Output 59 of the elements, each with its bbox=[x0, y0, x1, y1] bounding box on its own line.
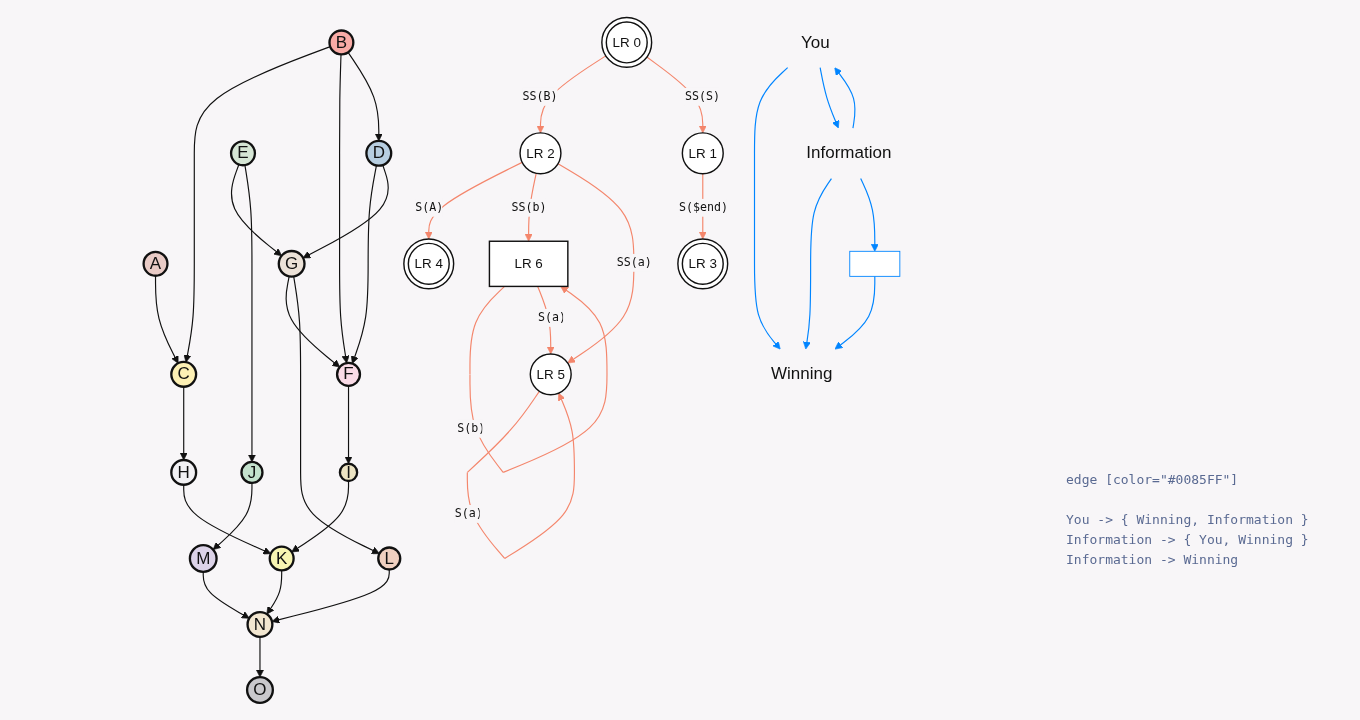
code-line: You -> { Winning, Information } bbox=[1066, 511, 1309, 529]
arrow bbox=[344, 385, 353, 465]
node-circle: L bbox=[377, 546, 402, 571]
arrow bbox=[154, 275, 179, 364]
edge-label: SS(a) bbox=[616, 255, 652, 269]
node-circle: F bbox=[335, 361, 362, 387]
arrow bbox=[351, 164, 378, 364]
arrow bbox=[424, 161, 523, 240]
arrow bbox=[753, 67, 789, 350]
edge-label: S(a) bbox=[454, 506, 481, 521]
node-circle: H bbox=[170, 458, 198, 486]
node-box bbox=[849, 250, 901, 277]
node-box: LR 6 bbox=[488, 240, 569, 288]
node-circle: LR 2 bbox=[519, 132, 562, 175]
edge-label: SS(b) bbox=[511, 200, 547, 214]
arrow bbox=[860, 178, 879, 252]
code-line: Information -> Winning bbox=[1066, 551, 1240, 569]
node-circle: LR 0 bbox=[601, 16, 653, 69]
arrow bbox=[212, 482, 253, 550]
arrow bbox=[834, 67, 856, 129]
node-circle: G bbox=[277, 249, 306, 278]
node-circle: B bbox=[328, 29, 355, 56]
arrow bbox=[819, 67, 840, 129]
node-circle: A bbox=[142, 250, 169, 277]
arrow bbox=[256, 636, 264, 678]
node-circle: K bbox=[268, 545, 295, 572]
arrow bbox=[302, 164, 389, 259]
edge-label: S(b) bbox=[457, 421, 486, 435]
arrow bbox=[183, 484, 272, 555]
node-circle: M bbox=[188, 544, 218, 573]
node-circle: LR 1 bbox=[681, 132, 724, 175]
node-circle: D bbox=[365, 139, 393, 167]
arrow bbox=[557, 163, 635, 364]
arrow bbox=[202, 571, 250, 619]
edge-label: SS(S) bbox=[684, 89, 720, 103]
node-circle: N bbox=[246, 610, 274, 639]
arrow bbox=[179, 386, 188, 461]
node-circle: I bbox=[338, 462, 359, 483]
code-line: Information -> { You, Winning } bbox=[1066, 531, 1309, 549]
node-text: You bbox=[801, 32, 830, 52]
node-text: Information bbox=[806, 143, 892, 163]
node-circle: E bbox=[229, 140, 257, 167]
node-circle: LR 3 bbox=[677, 238, 729, 290]
node-circle: J bbox=[240, 460, 264, 485]
node-circle: O bbox=[245, 675, 274, 704]
edge-label: S(a) bbox=[538, 310, 565, 325]
arrow bbox=[291, 480, 350, 553]
edge-label: S(A) bbox=[415, 200, 444, 214]
arrow bbox=[183, 46, 331, 363]
arrow bbox=[803, 178, 833, 350]
arrow bbox=[347, 51, 383, 142]
node-circle: C bbox=[170, 360, 198, 388]
edge-label: SS(B) bbox=[522, 89, 558, 103]
edge-label: S($end) bbox=[678, 200, 728, 214]
code-line: edge [color="#0085FF"] bbox=[1066, 471, 1240, 489]
arrow bbox=[834, 275, 876, 350]
node-circle: LR 4 bbox=[403, 238, 455, 290]
node-text: Winning bbox=[770, 364, 833, 384]
node-circle: LR 5 bbox=[529, 353, 572, 396]
